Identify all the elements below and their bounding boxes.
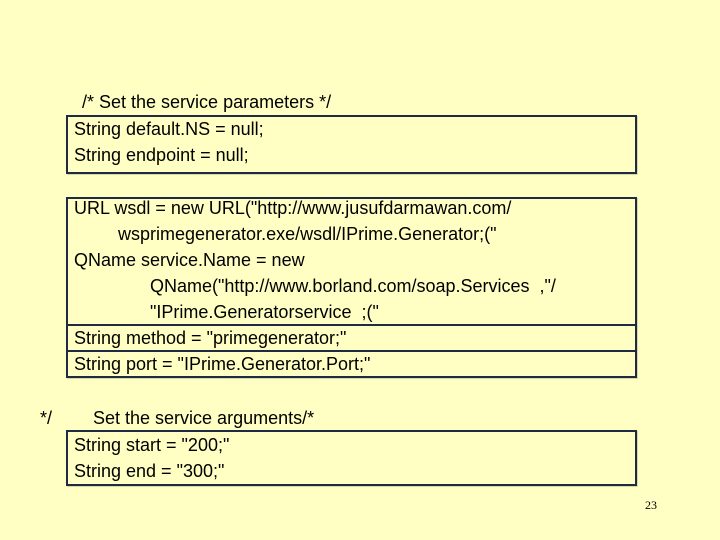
page-number: 23	[645, 498, 657, 512]
comment-start-marker: */	[40, 408, 53, 428]
code-box-parameters	[66, 115, 637, 174]
code-line-method: String method = "primegenerator;"	[74, 328, 347, 348]
code-box-arguments	[66, 430, 637, 486]
code-line-end: String end = "300;"	[74, 461, 225, 481]
code-line-port: String port = "IPrime.Generator.Port;"	[74, 354, 371, 374]
code-line-qname-local: "IPrime.Generatorservice ;("	[150, 302, 379, 322]
code-line-qname-uri: QName("http://www.borland.com/soap.Servi…	[150, 276, 556, 296]
code-line-start: String start = "200;"	[74, 435, 230, 455]
code-line-url-wsdl: URL wsdl = new URL("http://www.jusufdarm…	[74, 198, 512, 218]
code-line-wsdl-continuation: wsprimegenerator.exe/wsdl/IPrime.Generat…	[118, 224, 497, 244]
block-separator	[66, 324, 637, 326]
code-line-endpoint: String endpoint = null;	[74, 145, 249, 165]
code-line-qname-decl: QName service.Name = new	[74, 250, 305, 270]
code-line-default-ns: String default.NS = null;	[74, 119, 264, 139]
code-box-service-setup	[66, 197, 637, 378]
comment-service-parameters: /* Set the service parameters */	[82, 92, 332, 112]
block-separator	[66, 350, 637, 352]
comment-service-arguments: Set the service arguments/*	[93, 408, 315, 428]
